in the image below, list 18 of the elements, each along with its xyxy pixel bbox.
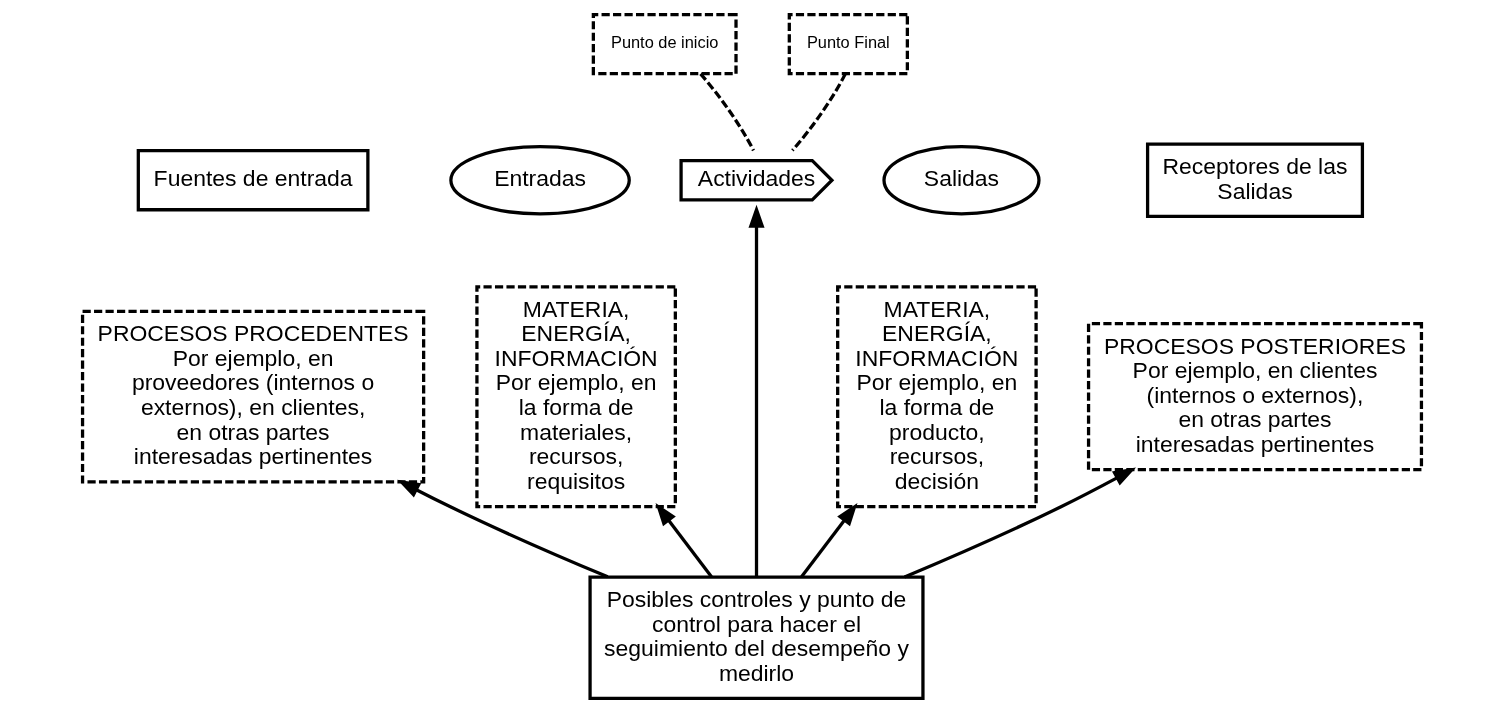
node-box: Receptores de las Salidas [1145, 142, 1364, 218]
node-box: MATERIA, ENERGÍA, INFORMACIÓN Por ejemplo, en la forma de materiales, recursos, requisitos [474, 285, 677, 509]
arrow [396, 479, 608, 579]
node-box: Fuentes de entrada [136, 149, 369, 212]
connector [790, 73, 847, 152]
arrow [747, 204, 765, 577]
node-box: Punto Final [787, 12, 909, 76]
node-box: Posibles controles y punto de control para hacer el seguimiento del desempeño y medirlo [587, 575, 925, 701]
node-box: Punto de inicio [591, 12, 738, 76]
connector [698, 72, 755, 152]
node-ellipse: Salidas [881, 144, 1041, 216]
node-box: PROCESOS PROCEDENTES Por ejemplo, en proveedores (internos o externos), en clientes, en otras partes interesadas pertinentes [80, 309, 425, 484]
arrow [799, 502, 857, 578]
node-ellipse: Entradas [448, 144, 631, 216]
node-box: PROCESOS POSTERIORES Por ejemplo, en clientes (internos o externos), en otras partes interesadas pertinentes [1086, 322, 1423, 472]
node-box: MATERIA, ENERGÍA, INFORMACIÓN Por ejemplo, en la forma de producto, recursos, decisión [835, 285, 1038, 509]
arrow [903, 467, 1136, 579]
arrow [655, 502, 713, 578]
